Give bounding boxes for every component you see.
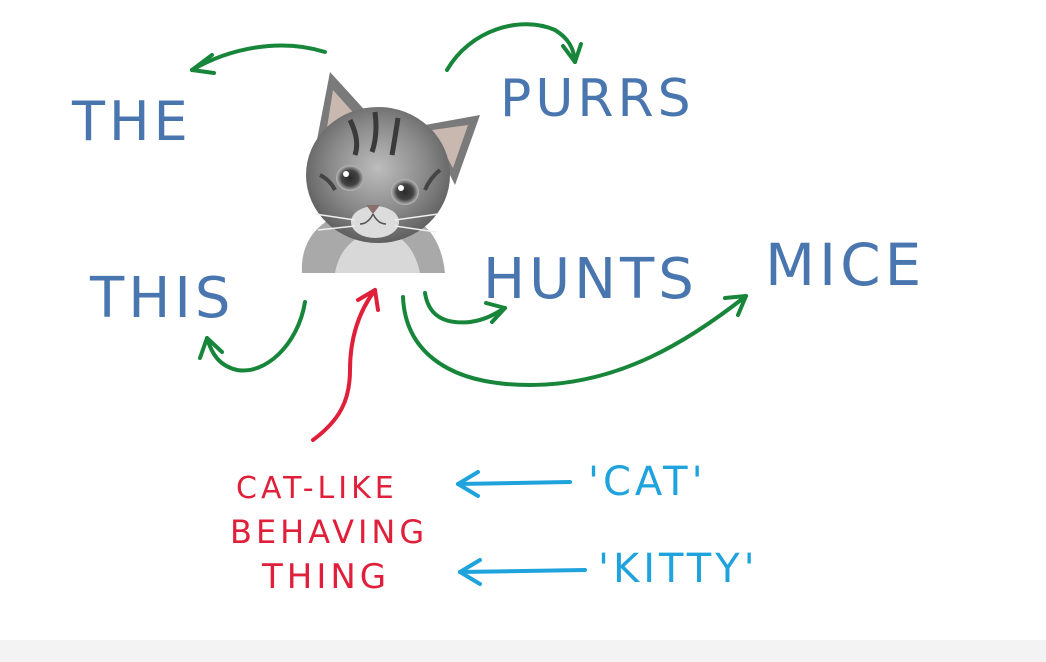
token-words: 'CAT' 'KITTY' — [588, 459, 759, 592]
arrow-to-the — [190, 43, 327, 72]
arrow-cat-head — [456, 470, 480, 498]
arrow-kitty-head — [458, 558, 482, 586]
arrow-to-mice — [401, 294, 748, 387]
concept-line-1: CAT-LIKE — [236, 471, 398, 506]
concept-line-2: BEHAVING — [230, 513, 428, 551]
arrow-cat — [456, 480, 572, 486]
context-arrows — [190, 22, 748, 387]
word-hunts: HUNTS — [483, 247, 698, 312]
arrow-to-hunts — [423, 291, 507, 325]
concept-label: CAT-LIKE BEHAVING THING — [230, 471, 428, 597]
arrow-to-purrs — [445, 22, 577, 72]
concept-arrow — [311, 288, 380, 442]
word-purrs: PURRS — [500, 69, 695, 129]
arrow-kitty — [458, 568, 587, 574]
word-this: THIS — [89, 266, 234, 331]
word-the: THE — [71, 90, 192, 153]
arrow-to-mice-head — [723, 294, 748, 317]
token-arrows — [456, 470, 587, 586]
bottom-strip — [0, 640, 1046, 662]
word-mice: MICE — [765, 231, 925, 299]
arrow-to-purrs-head — [561, 42, 583, 64]
token-kitty: 'KITTY' — [598, 546, 759, 592]
arrow-to-hunts-head — [484, 301, 507, 324]
context-words: THE PURRS THIS HUNTS MICE — [71, 69, 925, 331]
concept-line-3: THING — [261, 557, 390, 597]
arrow-to-the-head — [190, 53, 216, 75]
token-cat: 'CAT' — [588, 459, 707, 505]
arrow-to-this — [205, 300, 307, 373]
arrow-to-this-head — [198, 336, 224, 360]
kitten-photo — [297, 68, 484, 273]
